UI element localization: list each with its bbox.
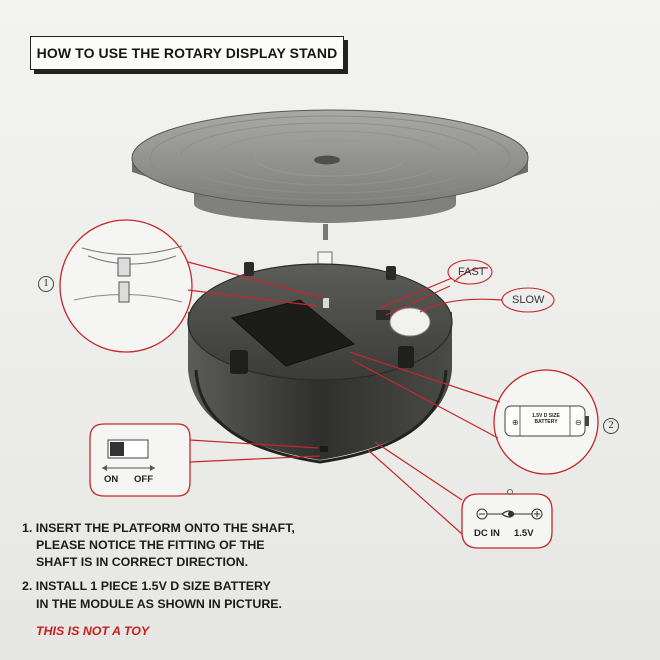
- battery-label: 1.5V D SIZE BATTERY: [522, 413, 570, 425]
- callout-1-shaft-detail: [59, 219, 325, 353]
- callout-number-2: 2: [603, 418, 619, 434]
- title-box: HOW TO USE THE ROTARY DISPLAY STAND: [30, 36, 344, 70]
- switch-callout: [89, 423, 321, 497]
- warning-text: THIS IS NOT A TOY: [36, 624, 150, 638]
- instruction-step2-line1: 2. INSTALL 1 PIECE 1.5V D SIZE BATTERY: [22, 579, 271, 593]
- instruction-step1-line1: 1. INSERT THE PLATFORM ONTO THE SHAFT,: [22, 521, 295, 535]
- minus-icon: ⊖: [575, 418, 582, 427]
- dc-voltage-label: 1.5V: [514, 528, 534, 539]
- callout-number-1: 1: [38, 276, 54, 292]
- battery-label-line1: 1.5V D SIZE: [532, 413, 560, 419]
- switch-off-label: OFF: [134, 474, 153, 485]
- instruction-step2-line2: IN THE MODULE AS SHOWN IN PICTURE.: [36, 597, 282, 611]
- instruction-step1-line3: SHAFT IS IN CORRECT DIRECTION.: [36, 555, 249, 569]
- slow-label: SLOW: [512, 294, 545, 306]
- platform-shaft: [323, 224, 328, 240]
- plus-icon: ⊕: [512, 418, 519, 427]
- base-module: [187, 262, 453, 464]
- dc-polarity-icon: [476, 508, 543, 520]
- dc-in-label: DC IN: [474, 528, 500, 539]
- instruction-step1-line2: PLEASE NOTICE THE FITTING OF THE: [36, 538, 265, 552]
- turntable-platform: [131, 109, 529, 223]
- battery-label-line2: BATTERY: [534, 419, 558, 425]
- speed-callout-lines: [379, 259, 555, 316]
- fast-label: FAST: [458, 266, 486, 278]
- slide-switch-icon: [102, 439, 155, 471]
- switch-on-label: ON: [104, 474, 119, 485]
- dc-in-callout: [367, 441, 553, 549]
- battery-icon: ⊕ ⊖: [504, 405, 589, 437]
- page-title: HOW TO USE THE ROTARY DISPLAY STAND: [36, 45, 338, 61]
- callout-2-battery-detail: ⊕ ⊖: [349, 351, 599, 475]
